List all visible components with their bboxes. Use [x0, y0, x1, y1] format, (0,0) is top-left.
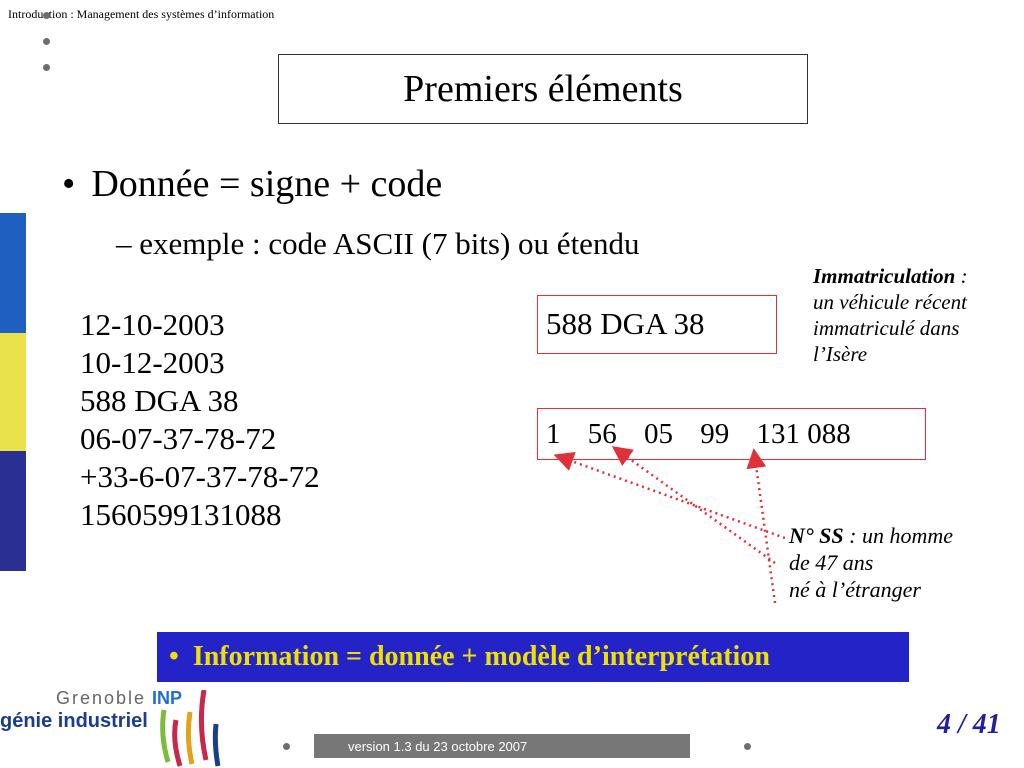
footer-dot — [283, 743, 290, 750]
decor-dot — [43, 12, 50, 19]
data-list: 12-10-2003 10-12-2003 588 DGA 38 06-07-3… — [80, 306, 320, 534]
data-item: 10-12-2003 — [80, 345, 225, 380]
data-item: 06-07-37-78-72 — [80, 421, 277, 456]
banner-bullet: • — [169, 641, 179, 672]
bullet-main-text: Donnée = signe + code — [91, 163, 443, 205]
immat-line: immatriculé dans — [813, 316, 960, 340]
logo-stripes-icon — [160, 690, 221, 767]
color-bar-blue — [0, 213, 26, 333]
immat-label: Immatriculation — [813, 264, 956, 288]
slide-title: Premiers éléments — [403, 68, 683, 110]
bullet-symbol: • — [62, 163, 76, 205]
plate-text: 588 DGA 38 — [546, 306, 705, 341]
immat-line: un véhicule récent — [813, 290, 967, 314]
decor-dot — [43, 38, 50, 45]
arrow-to-birthplace — [746, 448, 777, 604]
data-item: 12-10-2003 — [80, 307, 225, 342]
ss-colon: : un homme — [843, 523, 954, 548]
ss-line: de 47 ans — [789, 550, 874, 575]
decor-dot — [43, 64, 50, 71]
page-number: 4 / 41 — [937, 709, 1001, 740]
banner-text: Information = donnée + modèle d’interpré… — [192, 641, 770, 672]
ss-part: 1 — [546, 418, 561, 450]
ss-part: 05 — [644, 418, 673, 450]
header-text: Introduction : Management des systèmes d… — [8, 7, 275, 21]
slide-title-box: Premiers éléments — [278, 54, 808, 124]
ss-part: 131 088 — [756, 418, 851, 450]
logo-genie-industriel: génie industriel — [0, 710, 148, 732]
logo-grenoble: Grenoble — [56, 688, 147, 708]
data-item: +33-6-07-37-78-72 — [80, 459, 320, 494]
bullet-sub: – exemple : code ASCII (7 bits) ou étend… — [116, 226, 639, 262]
data-item: 588 DGA 38 — [80, 383, 239, 418]
arrow-to-year — [611, 446, 776, 565]
color-bar-navy — [0, 451, 26, 571]
ss-line: né à l’étranger — [789, 577, 921, 602]
ss-label: N° SS — [789, 523, 844, 548]
immat-colon: : — [955, 264, 968, 288]
color-bar-yellow — [0, 333, 26, 451]
plate-box: 588 DGA 38 — [537, 295, 777, 354]
immat-line: l’Isère — [813, 342, 868, 366]
immatriculation-note: Immatriculation : un véhicule récent imm… — [813, 263, 968, 367]
footer-dot — [744, 743, 751, 750]
ss-box: 1 56 05 99 131 088 — [537, 408, 926, 460]
data-item: 1560599131088 — [80, 497, 282, 532]
bullet-sub-text: – exemple : code ASCII (7 bits) ou étend… — [116, 226, 640, 261]
ss-part: 99 — [700, 418, 730, 450]
logo-inp: INP — [152, 688, 183, 708]
info-banner: • Information = donnée + modèle d’interp… — [157, 632, 909, 682]
footer-version-bar: version 1.3 du 23 octobre 2007 — [314, 734, 690, 758]
ss-note: N° SS : un homme de 47 ans né à l’étrang… — [789, 522, 953, 603]
ss-part: 56 — [587, 418, 617, 450]
footer-version: version 1.3 du 23 octobre 2007 — [348, 738, 528, 754]
arrow-to-sex — [553, 451, 786, 540]
bullet-main: • Donnée = signe + code — [62, 162, 442, 206]
